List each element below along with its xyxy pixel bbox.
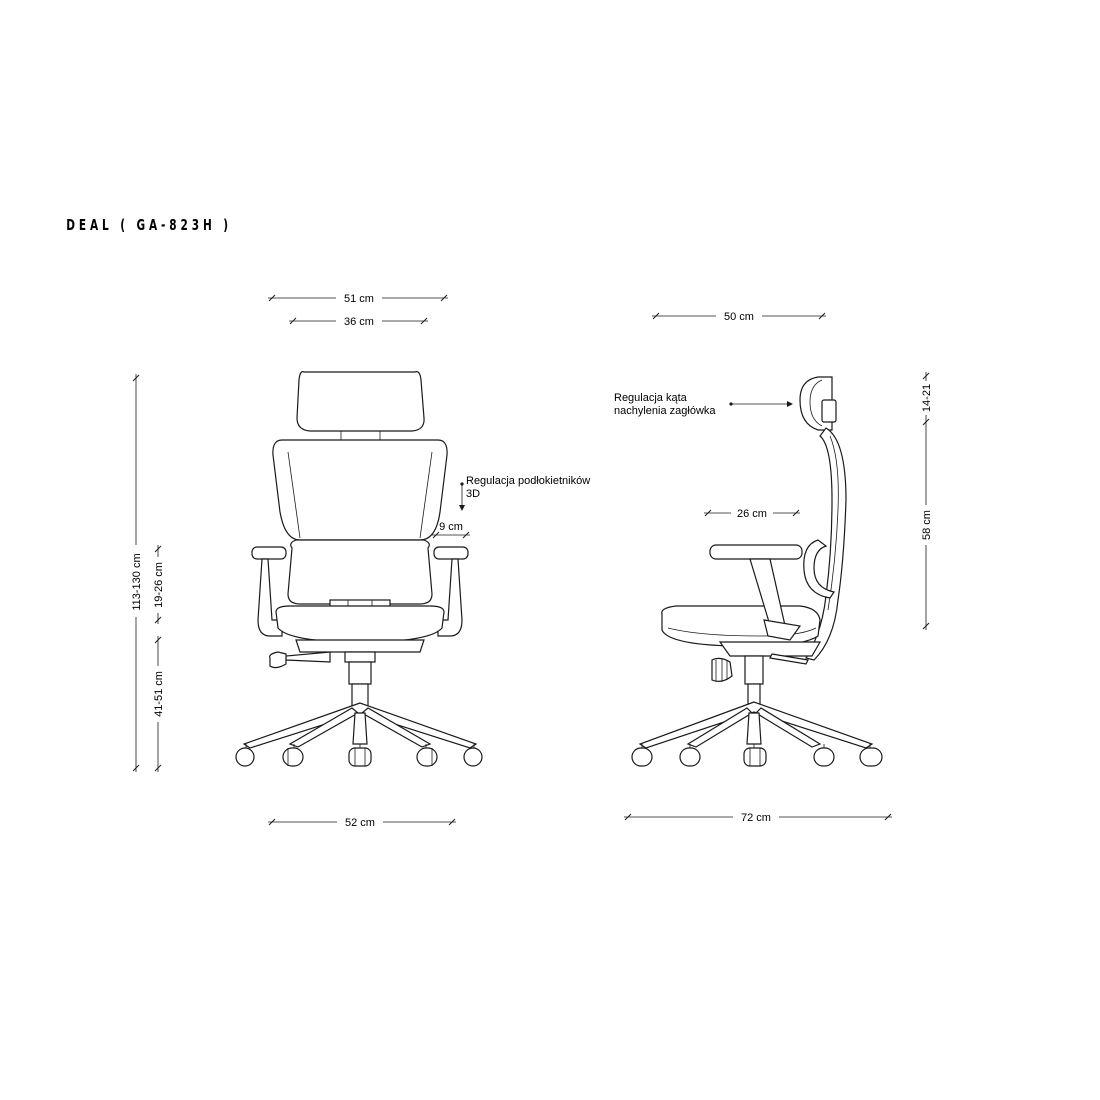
label-armrest-height: 19-26 cm [153,562,165,608]
dimension-seat-height: 41-51 cm [150,636,166,772]
caster-4 [416,744,438,767]
caster-1 [235,744,255,767]
side-view: 50 cm 14-21 58 cm Regulacja kąta nachyle… [614,308,934,824]
side-caster-5 [859,744,883,767]
dimension-total-height: 113-130 cm [128,374,144,772]
side-caster-3 [743,744,767,767]
side-caster-2 [679,744,701,767]
headrest-adjust-note: Regulacja kąta nachylenia zagłówka [614,392,793,417]
label-front-width-overall: 51 cm [344,293,374,305]
chair-front-drawing [235,371,483,767]
chair-side-drawing [631,376,883,767]
label-total-height: 113-130 cm [131,553,143,610]
armrest-note-line1: Regulacja podłokietników [466,475,590,487]
label-armrest-length: 26 cm [737,508,767,520]
headrest-note-line2: nachylenia zagłówka [614,405,716,417]
headrest-note-line1: Regulacja kąta [614,392,688,404]
dimension-headrest-range: 14-21 [918,372,934,426]
caster-3 [348,744,372,767]
side-caster-1 [631,744,653,767]
dimension-armrest-width: 9 cm [432,521,470,539]
dimension-front-backrest-width: 36 cm [289,313,428,328]
label-front-backrest-width: 36 cm [344,316,374,328]
dimension-armrest-height: 19-26 cm [150,545,166,624]
label-backrest-height: 58 cm [921,510,933,540]
dimension-armrest-length: 26 cm [704,505,800,520]
label-base-depth: 72 cm [741,812,771,824]
dimension-backrest-height: 58 cm [918,426,934,630]
label-side-depth-top: 50 cm [724,311,754,323]
front-view: 51 cm 36 cm 113-130 cm 19-26 cm [128,290,590,829]
side-caster-4 [813,744,835,767]
armrest-adjust-note: Regulacja podłokietników 3D [459,475,590,511]
dimension-front-width-overall: 51 cm [268,290,448,305]
caster-2 [282,744,304,767]
label-armrest-width: 9 cm [439,521,463,533]
product-title: DEAL ( GA-823H ) [66,218,232,235]
label-seat-height: 41-51 cm [153,671,165,717]
armrest-note-line2: 3D [466,488,480,500]
dimension-side-depth-top: 50 cm [652,308,826,323]
caster-5 [463,744,483,767]
dimension-base-depth: 72 cm [624,809,892,824]
label-base-width: 52 cm [345,817,375,829]
dimension-base-width: 52 cm [268,814,456,829]
label-headrest-range: 14-21 [921,384,933,412]
